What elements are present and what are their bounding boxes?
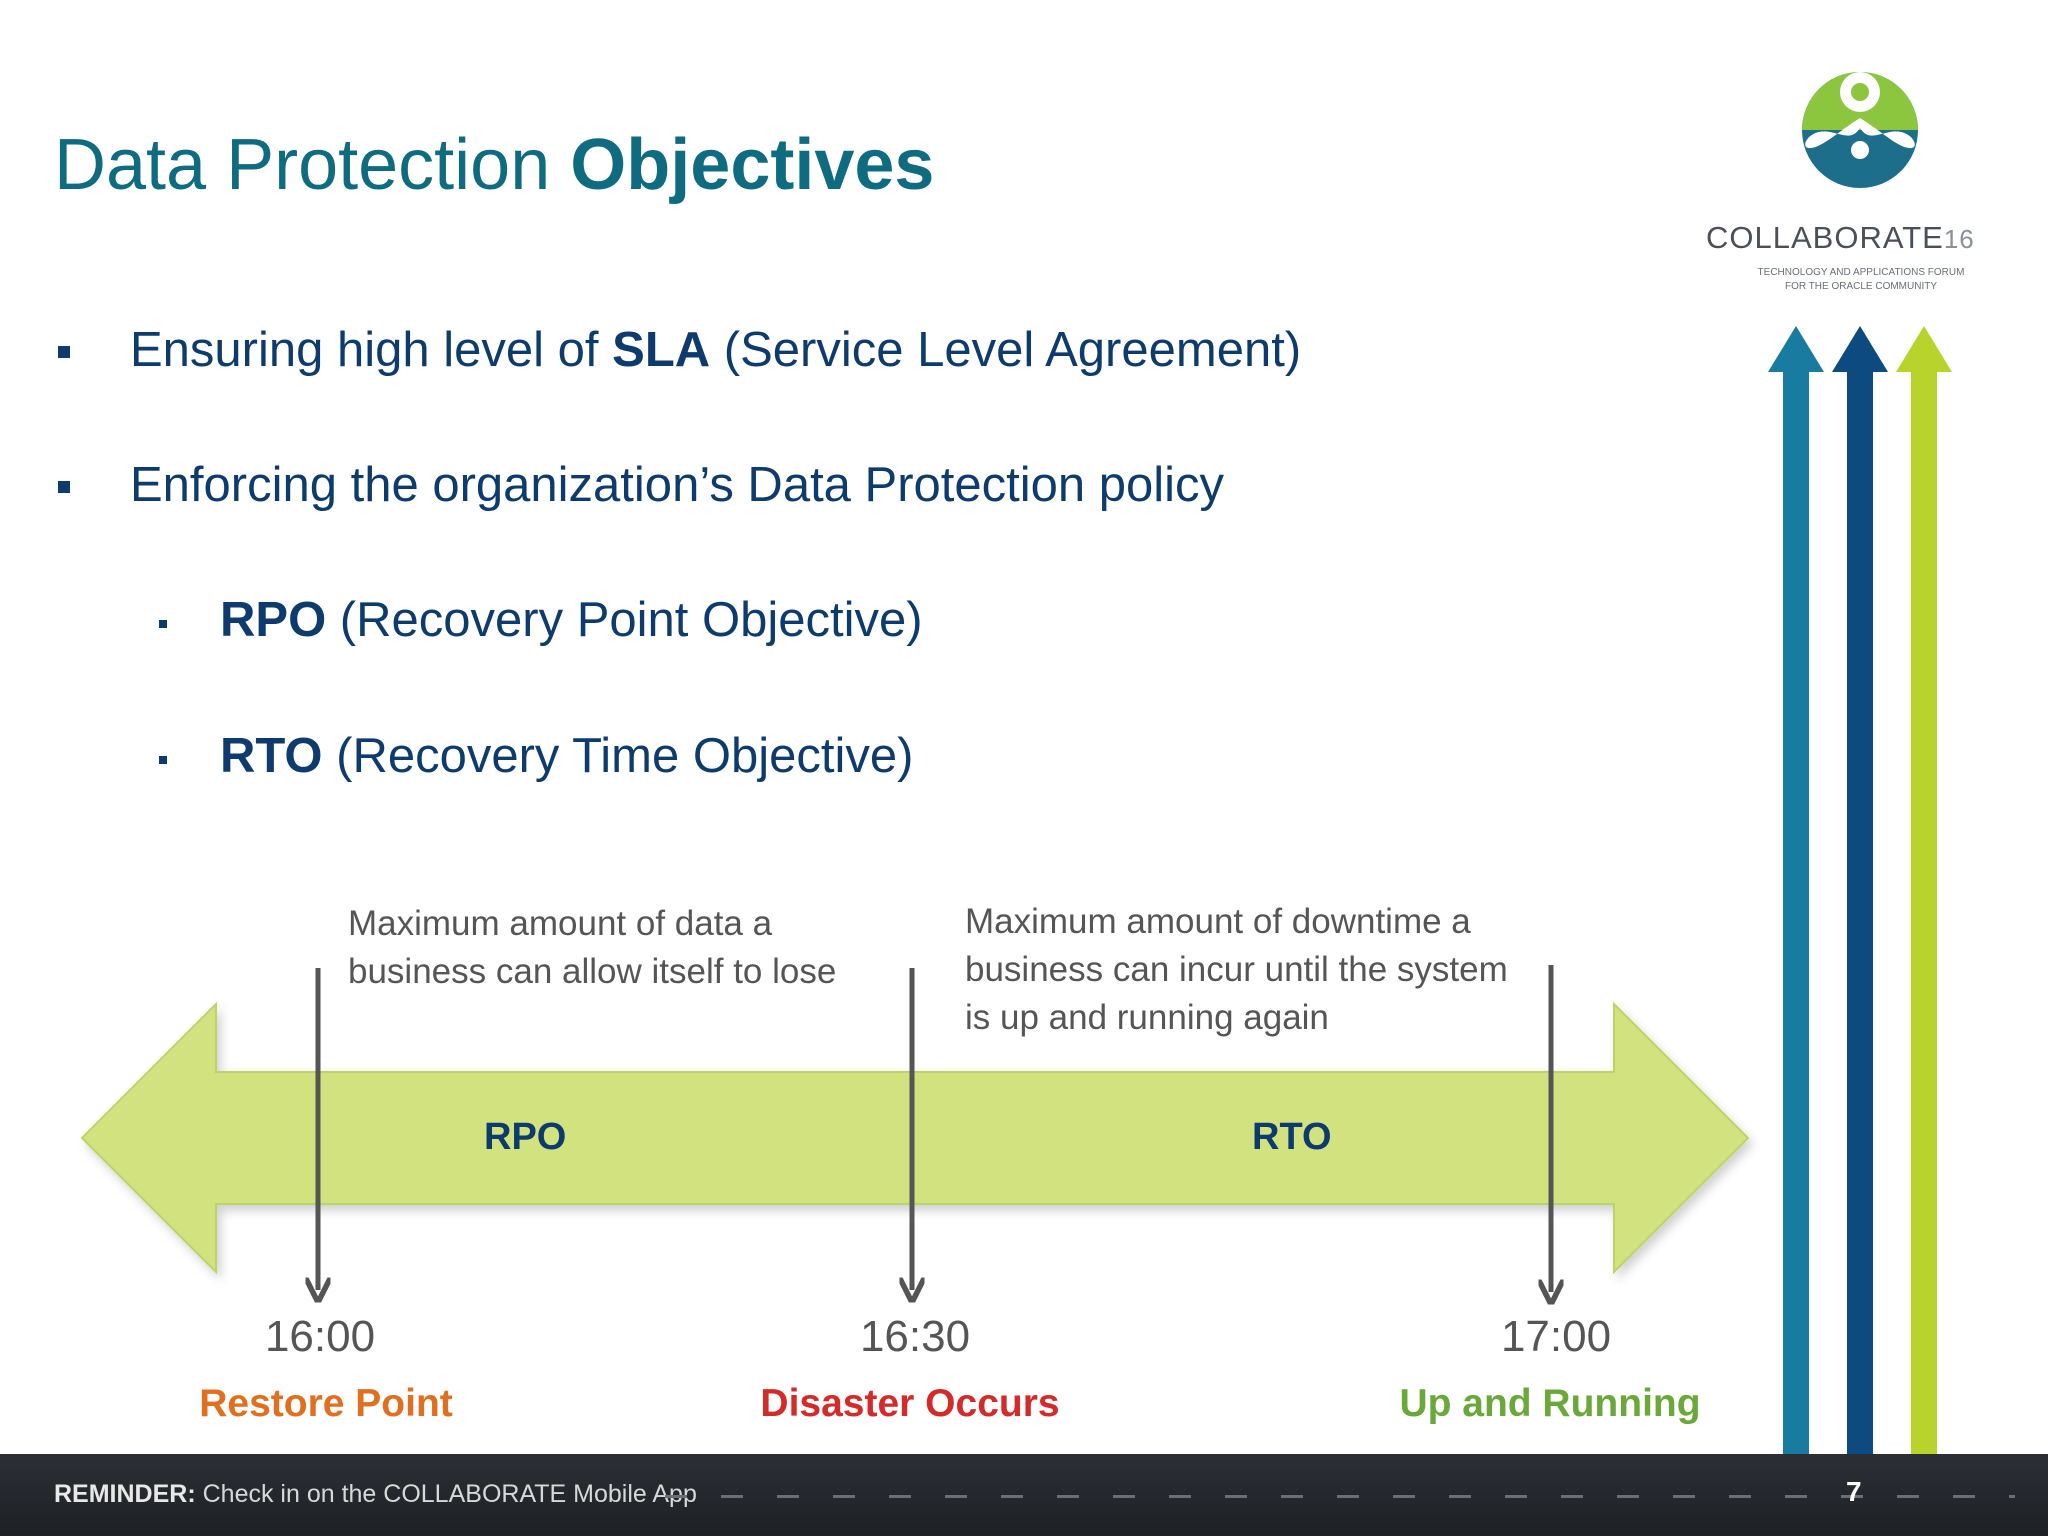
footer-reminder: REMINDER: Check in on the COLLABORATE Mo… xyxy=(54,1480,697,1508)
decorative-vertical-arrows xyxy=(1768,326,1952,1458)
title-regular: Data Protection xyxy=(54,125,571,205)
footer-dashed-line xyxy=(665,1495,2015,1498)
rto-label: RTO xyxy=(1252,1116,1332,1158)
page-number: 7 xyxy=(1846,1476,1862,1507)
time-1700: 17:00 xyxy=(1500,1312,1612,1361)
rpo-label: RPO xyxy=(484,1116,567,1158)
footer-bar: REMINDER: Check in on the COLLABORATE Mo… xyxy=(0,1454,2048,1536)
event-restore-point: Restore Point xyxy=(199,1382,453,1425)
event-disaster-occurs: Disaster Occurs xyxy=(760,1382,1060,1425)
sub-bullet-rto: RTO (Recovery Time Objective) xyxy=(220,729,914,783)
logo-tagline: TECHNOLOGY AND APPLICATIONS FORUM FOR TH… xyxy=(1757,267,1965,292)
collaborate-logo-icon xyxy=(1802,72,1918,188)
bullet-sla: Ensuring high level of SLA (Service Leve… xyxy=(130,323,1302,377)
logo-wordmark: COLLABORATE16 xyxy=(1706,220,1975,255)
slide-title: Data Protection Objectives xyxy=(54,124,934,206)
bullet-marker xyxy=(58,481,70,493)
sub-bullet-marker xyxy=(159,620,167,628)
bullet-marker xyxy=(58,346,70,358)
title-bold: Objectives xyxy=(570,125,935,205)
rpo-description: Maximum amount of data a business can al… xyxy=(348,904,837,991)
time-1630: 16:30 xyxy=(859,1312,971,1361)
time-1600: 16:00 xyxy=(264,1312,376,1361)
rto-description: Maximum amount of downtime a business ca… xyxy=(965,902,1508,1037)
timeline-band-arrow xyxy=(80,1001,1750,1275)
event-up-and-running: Up and Running xyxy=(1399,1382,1701,1425)
sub-bullet-marker xyxy=(159,756,167,764)
sub-bullet-rpo: RPO (Recovery Point Objective) xyxy=(220,593,923,647)
bullet-policy: Enforcing the organization’s Data Protec… xyxy=(130,458,1225,512)
